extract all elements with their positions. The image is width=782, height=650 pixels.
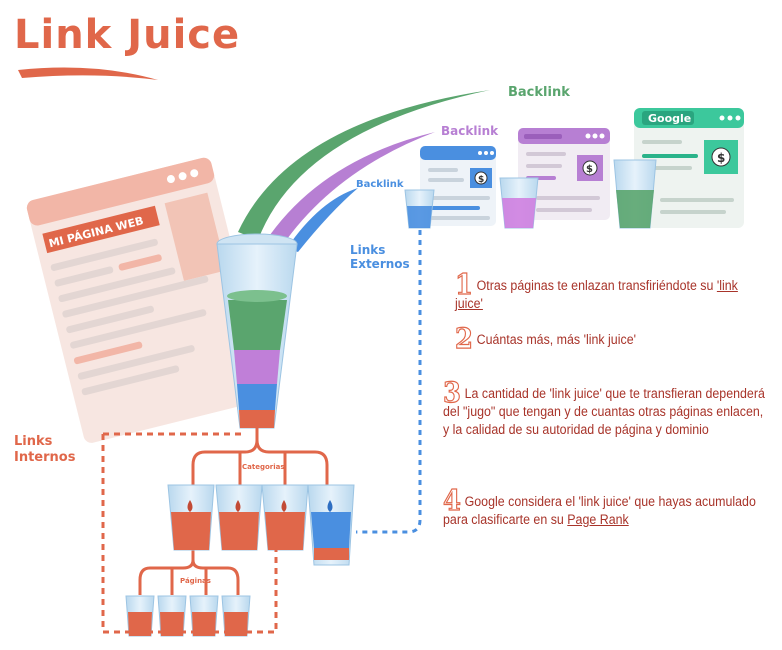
step-1-link[interactable]: 'link juice' — [455, 278, 738, 311]
category-glass-3 — [261, 484, 309, 551]
paginas-label: Páginas — [180, 577, 211, 585]
page-title: Link Juice — [14, 12, 241, 58]
step-2-number: 2 — [454, 322, 473, 355]
backlink-label-blue: Backlink — [356, 179, 404, 190]
internal-link-tree — [138, 428, 329, 595]
step-4-number: 4 — [442, 484, 461, 517]
page-glass-1 — [125, 595, 155, 637]
step-4-link[interactable]: Page Rank — [567, 512, 629, 527]
category-glass-1 — [167, 484, 215, 551]
step-2-text: Cuántas más, más 'link juice' — [476, 332, 636, 347]
blue-backlink-stream — [287, 188, 358, 252]
links-internos-label-1: Links — [14, 434, 53, 449]
step-4-text: Google considera el 'link juice' que hay… — [443, 494, 756, 527]
purple-backlink-stream — [265, 132, 435, 246]
internal-links-dashed-border — [101, 432, 278, 634]
google-browser: Google $ — [634, 108, 744, 228]
links-internos-label-2: Internos — [14, 450, 76, 465]
my-website-card: MI PÁGINA WEB — [26, 157, 269, 443]
backlink-label-purple: Backlink — [441, 124, 499, 138]
page-glass-4 — [221, 595, 251, 637]
categorias-label: Categorias — [242, 463, 285, 471]
blue-glass-small — [404, 189, 435, 229]
green-backlink-stream — [238, 90, 490, 240]
step-3-text: La cantidad de 'link juice' que te trans… — [443, 386, 765, 437]
main-funnel-glass — [216, 233, 298, 429]
small-blue-browser: $ — [420, 146, 496, 226]
step-3-number: 3 — [442, 376, 461, 409]
external-links-dashed-line — [356, 230, 422, 534]
step-1-text: Otras páginas te enlazan transfiriéndote… — [476, 278, 717, 293]
step-1-number: 1 — [454, 268, 473, 301]
title-underline — [18, 67, 158, 80]
small-browser-dollar: $ — [478, 175, 484, 185]
purple-glass — [499, 177, 539, 229]
links-externos-label-1: Links — [350, 243, 385, 257]
medium-browser-dollar: $ — [586, 164, 593, 175]
category-glass-2 — [215, 484, 263, 551]
google-browser-dollar: $ — [717, 151, 725, 165]
google-label: Google — [648, 112, 691, 125]
backlink-label-green: Backlink — [508, 85, 570, 100]
category-glass-blue — [307, 484, 355, 566]
page-glass-3 — [189, 595, 219, 637]
page-glass-2 — [157, 595, 187, 637]
green-glass — [613, 159, 657, 229]
medium-purple-browser: $ — [518, 128, 610, 220]
links-externos-label-2: Externos — [350, 257, 410, 271]
